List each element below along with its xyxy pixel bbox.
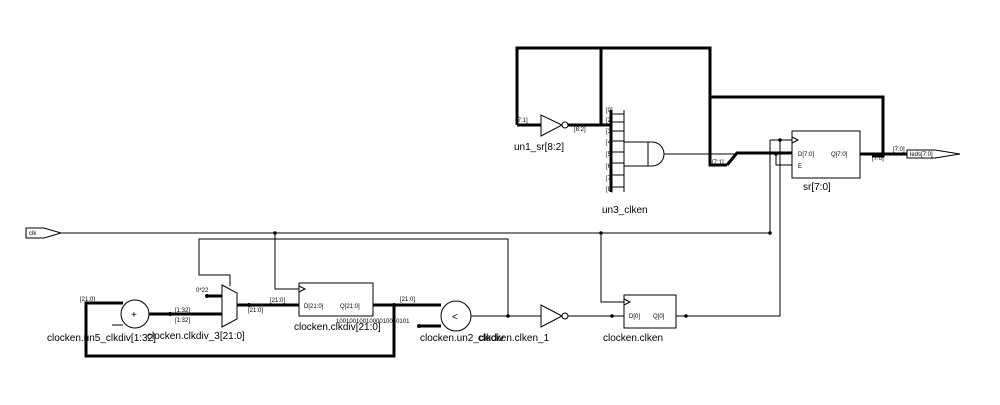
mux-select-wire <box>198 238 509 316</box>
register-clkdiv[interactable] <box>298 282 374 317</box>
comp-in-bus-label: [21:0] <box>400 297 415 303</box>
sr-e-pin: E <box>798 164 802 170</box>
and-in-3-label: [3] <box>606 129 613 135</box>
inverter-un1-sr-label: un1_sr[8:2] <box>514 142 564 153</box>
inverter-clken-1[interactable] <box>540 304 569 328</box>
and-in-6-label: [6] <box>606 164 613 170</box>
mux-out-bus-label: [21:0] <box>248 308 263 314</box>
register-clkdiv-label: clocken.clkdiv[21:0] <box>294 322 381 333</box>
sr-q-pin: Q[7:0] <box>831 152 848 158</box>
inv-out-bus-label: [8:2] <box>574 127 586 133</box>
clk-port-label: clk <box>29 231 37 237</box>
clkdiv-in-bus-label: [21:0] <box>270 298 285 304</box>
comparator-symbol: < <box>452 312 458 323</box>
register-sr[interactable] <box>791 130 861 179</box>
clkdiv-feedback-bus <box>84 301 441 358</box>
clken-d-pin: D[0] <box>629 314 640 320</box>
and-input-labels: [0] [2] [3] [4] [5] [6] [7] [8] <box>606 108 613 193</box>
leds-bus-label: [7:0] <box>893 147 905 153</box>
comp-const-label: 1001001001000010010101 <box>336 319 410 325</box>
and-in-4-label: [4] <box>606 140 613 146</box>
inverter-un1-sr[interactable] <box>540 114 611 137</box>
clk-net <box>61 140 772 303</box>
sr-d-bus-label: [7:1] <box>712 160 724 166</box>
and-gate-un3-clken[interactable] <box>647 141 665 167</box>
register-clken[interactable] <box>623 294 677 329</box>
feedback-bus <box>515 46 885 167</box>
inv-in-bus-label: [7:1] <box>516 118 528 124</box>
mux-const-label: 0*22 <box>196 288 209 294</box>
inverter-clken-1-label: clocken.clken_1 <box>478 333 550 344</box>
clken-q-pin: Q[0] <box>653 314 665 320</box>
sr-q-bus-label: [7:0] <box>872 156 884 162</box>
and-input-bus <box>609 110 648 192</box>
adder-out-bus-label-2: [1:32] <box>175 318 190 324</box>
clkdiv-q-pin: Q[21:0] <box>340 304 360 310</box>
register-sr-label: sr[7:0] <box>803 182 831 193</box>
and-to-enable-wire <box>664 153 792 166</box>
comparator-un2-clkdiv-label: clocken.un2_clkdiv <box>420 333 504 344</box>
and-in-7-label: [7] <box>606 176 613 182</box>
and-gate-un3-clken-label: un3_clken <box>602 205 648 216</box>
and-in-8-label: [8] <box>606 187 613 193</box>
adder-out-bus-label: [1:32] <box>175 308 190 314</box>
register-clken-label: clocken.clken <box>603 333 663 344</box>
sr-d-pin: D[7:0] <box>798 152 814 158</box>
and-in-5-label: [5] <box>606 152 613 158</box>
leds-output-port[interactable] <box>906 149 961 159</box>
adder-symbol: + <box>131 310 137 321</box>
clkdiv-d-pin: D[21:0] <box>304 304 324 310</box>
adder-in-bus-label: [21:0] <box>80 297 95 303</box>
clk-input-port[interactable] <box>25 227 63 239</box>
adder-un5-clkdiv-label: clocken.un5_clkdiv[1:32] <box>47 333 156 344</box>
and-in-0-label: [0] <box>606 108 613 114</box>
and-in-2-label: [2] <box>606 118 613 124</box>
mux-clkdiv-3-label: clocken.clkdiv_3[21:0] <box>147 331 245 342</box>
mux-clkdiv-3[interactable] <box>221 284 238 328</box>
leds-port-label: leds[7:0] <box>910 152 933 158</box>
clken-to-enable-wire <box>676 140 781 317</box>
